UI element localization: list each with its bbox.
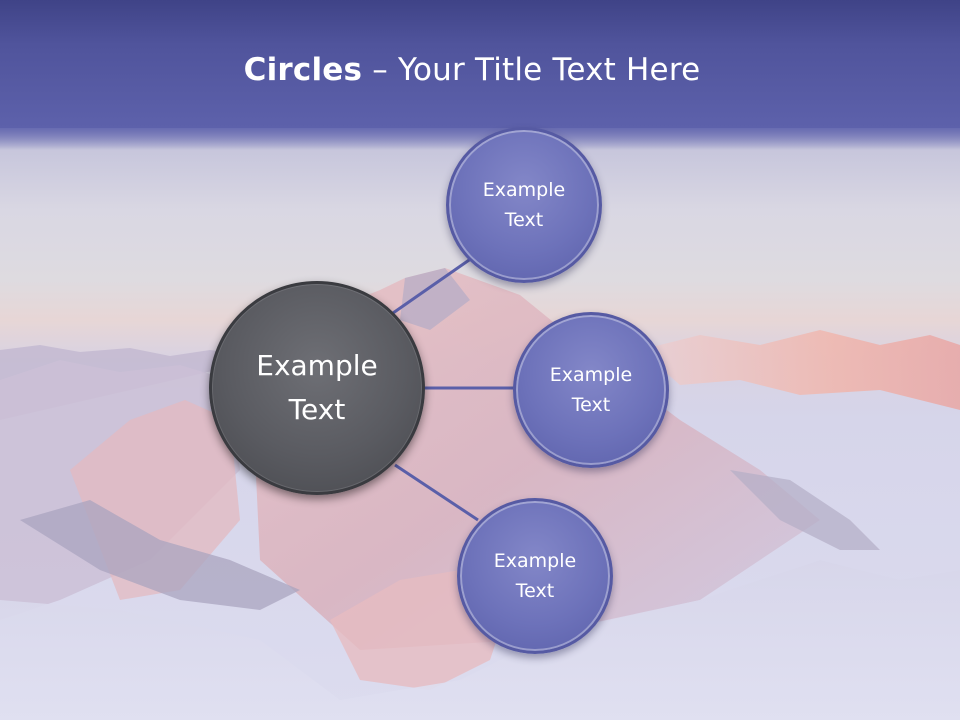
satellite-circle-bottom-line1: Example (493, 550, 577, 572)
title-bold-word: Circles (243, 52, 363, 88)
title-band: Circles – Your Title Text Here (0, 0, 960, 150)
satellite-circle-top-line1: Example (482, 179, 566, 201)
center-circle-line1: Example (256, 349, 378, 382)
center-circle[interactable]: Example Text (209, 281, 425, 495)
satellite-circle-middle-line1: Example (549, 364, 633, 386)
title-rest: – Your Title Text Here (362, 52, 701, 88)
center-circle-line2: Text (288, 393, 346, 426)
satellite-circle-bottom-line2: Text (515, 580, 555, 602)
satellite-circle-bottom[interactable]: Example Text (457, 498, 613, 654)
satellite-circle-middle-line2: Text (571, 394, 611, 416)
connector-line-bottom (394, 463, 479, 522)
satellite-circle-top-line2: Text (504, 209, 544, 231)
slide-title[interactable]: Circles – Your Title Text Here (0, 52, 944, 88)
connector-line-top (392, 256, 473, 315)
satellite-circle-middle[interactable]: Example Text (513, 312, 669, 468)
satellite-circle-top[interactable]: Example Text (446, 127, 602, 283)
